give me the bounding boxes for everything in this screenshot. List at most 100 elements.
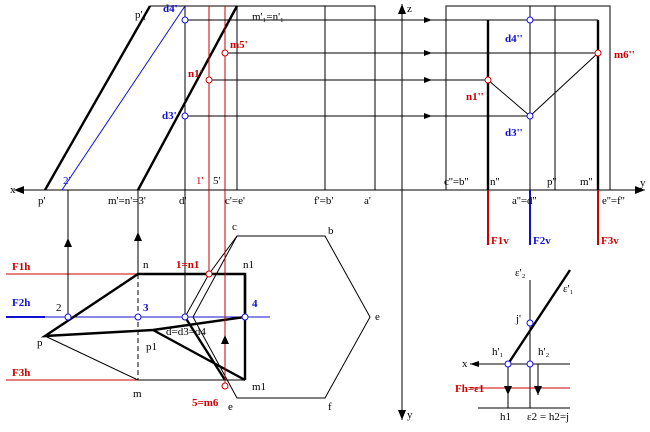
label-e-bottom: e xyxy=(228,401,233,413)
label-x-small: x xyxy=(462,358,468,370)
label-c: c xyxy=(232,221,237,233)
label-one-prime: 1' xyxy=(196,175,204,187)
label-p: p xyxy=(37,337,43,349)
label-p-1: p1 xyxy=(146,341,157,353)
label-h1-prime: h'₁ xyxy=(492,346,503,358)
aux-x-arrow xyxy=(470,361,479,367)
y-axis-right-arrow xyxy=(635,186,645,194)
top-line-c-n1 xyxy=(208,235,238,275)
arrow-transfer-2 xyxy=(424,50,432,56)
label-b: b xyxy=(328,225,334,237)
label-five-prime: 5' xyxy=(213,175,221,187)
aux-arrow-1 xyxy=(504,386,512,395)
label-a2-eq-d2: a''=d'' xyxy=(512,195,537,207)
label-h2-prime: h'₂ xyxy=(538,346,549,358)
label-m6-2: m6'' xyxy=(614,49,635,61)
point-1-n1 xyxy=(205,270,213,278)
label-d4-2: d4'' xyxy=(505,33,523,45)
label-m5-prime: m5' xyxy=(230,39,248,51)
label-j-prime: j' xyxy=(515,313,521,325)
label-Fh-eq-eps1: Fh=ε1 xyxy=(455,383,484,395)
label-m: m xyxy=(133,388,142,400)
point-d3-2 xyxy=(526,112,534,120)
projector-3-arrow xyxy=(134,232,142,241)
profile-frame xyxy=(445,5,611,191)
label-eq5-m6: 5=m6 xyxy=(192,397,219,409)
prism-edge-m xyxy=(136,5,239,191)
label-F2v: F2v xyxy=(533,235,551,247)
top-edge-n1-d xyxy=(183,316,227,381)
frontal-frame xyxy=(184,5,376,191)
label-p2: p'' xyxy=(547,176,556,188)
point-n1-2 xyxy=(484,76,492,84)
label-F1h: F1h xyxy=(12,261,30,273)
label-n: n xyxy=(143,259,149,271)
aux-eps1-line xyxy=(506,269,572,365)
arrow-transfer-4 xyxy=(424,113,432,119)
y-axis-bottom-label: y xyxy=(407,409,413,421)
label-F2h: F2h xyxy=(12,297,30,309)
label-e-right: e xyxy=(375,311,380,323)
arrow-transfer-3 xyxy=(424,77,432,83)
x-axis-arrow xyxy=(14,186,24,194)
label-eps2-eq: ε2 = h2=j xyxy=(527,411,569,423)
x-axis-label: x xyxy=(10,184,16,196)
label-d-prime: d' xyxy=(179,195,187,207)
aux-point-h1 xyxy=(504,360,512,368)
point-d4-2 xyxy=(526,16,534,24)
label-two: 2 xyxy=(56,302,62,314)
label-eps1-prime: ε'₁ xyxy=(563,283,574,295)
label-F3h: F3h xyxy=(12,367,30,379)
label-d4-prime: d4' xyxy=(163,3,178,15)
point-n1-prime xyxy=(205,76,213,84)
arrow-transfer-1 xyxy=(424,17,432,23)
projector-2-arrow xyxy=(64,238,72,247)
label-four: 4 xyxy=(252,298,258,310)
label-F3v: F3v xyxy=(601,235,619,247)
point-2 xyxy=(64,313,72,321)
label-d3-prime: d3' xyxy=(162,110,177,122)
label-c-eq-e: c'=e' xyxy=(225,195,245,207)
top-line-n1-m5 xyxy=(184,273,210,318)
point-m6-2 xyxy=(594,49,602,57)
profile-red-d3-m6 xyxy=(529,52,599,117)
label-n2: n'' xyxy=(490,176,499,188)
label-f: f xyxy=(328,401,332,413)
label-n1-2: n1'' xyxy=(466,91,484,103)
point-d3-prime xyxy=(181,112,189,120)
label-three: 3 xyxy=(143,302,149,314)
point-d4-prime xyxy=(181,16,189,24)
label-m1-eq-n1: m'₁=n'₁ xyxy=(252,11,284,23)
point-4 xyxy=(241,313,249,321)
label-d-eq-d3-eq-d4: d=d3=d4 xyxy=(166,326,206,338)
projector-5-arrow xyxy=(221,335,229,344)
prism-edge-p xyxy=(43,5,152,191)
aux-arrow-2 xyxy=(534,386,542,395)
label-F1v: F1v xyxy=(491,235,509,247)
label-p1-prime: p'₁ xyxy=(135,9,146,21)
profile-red-n1-d3 xyxy=(487,79,531,117)
top-edge-p1-m1 xyxy=(152,328,246,382)
point-3 xyxy=(134,313,142,321)
z-axis-arrow xyxy=(398,4,406,14)
aux-point-j xyxy=(526,319,534,327)
label-m-eq-n-eq-3: m'=n'=3' xyxy=(108,195,146,207)
aux-point-h2 xyxy=(526,360,534,368)
y-axis-bottom-arrow xyxy=(398,410,406,420)
label-d3-2: d3'' xyxy=(505,127,523,139)
label-p-prime: p' xyxy=(38,195,46,207)
label-m-1: m1 xyxy=(252,381,266,393)
label-a-prime: a' xyxy=(364,195,371,207)
z-axis-label: z xyxy=(407,3,412,15)
point-5-m6 xyxy=(221,382,229,390)
label-f-eq-b: f'=b' xyxy=(314,195,333,207)
label-two-prime: 2' xyxy=(63,175,71,187)
point-d-d3-d4 xyxy=(181,313,189,321)
label-m2: m'' xyxy=(580,176,593,188)
label-eq1-n1: 1=n1 xyxy=(176,259,199,271)
point-m5-prime xyxy=(221,49,229,57)
top-section-lower-1 xyxy=(44,335,139,381)
y-axis-right-label: y xyxy=(640,177,646,189)
label-eps2-prime: ε'₂ xyxy=(515,267,526,279)
